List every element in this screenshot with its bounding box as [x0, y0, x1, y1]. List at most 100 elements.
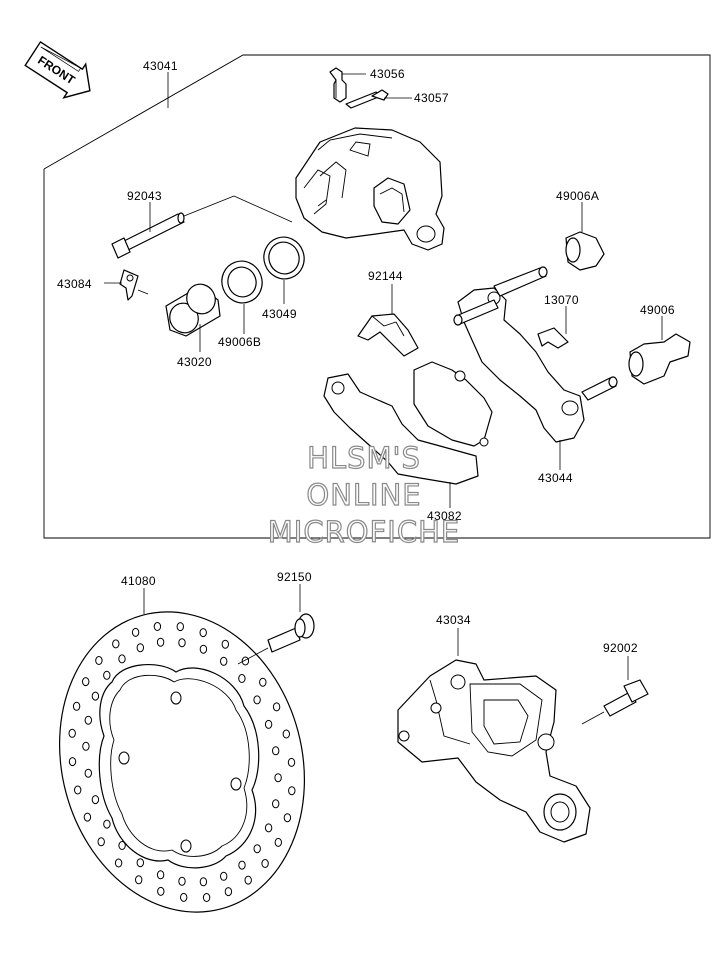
- disc-drill-hole: [91, 691, 100, 701]
- watermark: HLSM'S ONLINE MICROFICHE: [267, 440, 460, 549]
- label-49006[interactable]: 49006: [640, 303, 675, 317]
- disc-drill-hole: [274, 837, 282, 847]
- bracket-clip[interactable]: [537, 327, 569, 349]
- disc-drill-hole: [202, 893, 211, 902]
- disc-drill-hole: [91, 795, 100, 805]
- part-labels: 43041 43056 43057 92043 43084 49006A 921…: [57, 59, 675, 655]
- disc-drill-hole: [103, 670, 111, 680]
- disc-drill-hole: [244, 875, 252, 885]
- label-43034[interactable]: 43034: [436, 613, 471, 627]
- disc-drill-hole: [82, 741, 90, 751]
- caliper-body[interactable]: [295, 127, 445, 251]
- label-43020[interactable]: 43020: [177, 355, 212, 369]
- label-92150[interactable]: 92150: [277, 570, 312, 584]
- pad-spring[interactable]: [357, 313, 419, 357]
- disc-drill-hole: [156, 637, 165, 647]
- disc-drill-hole: [199, 628, 207, 638]
- caliper-support[interactable]: [397, 659, 591, 843]
- label-92002[interactable]: 92002: [603, 641, 638, 655]
- disc-drill-hole: [118, 841, 126, 850]
- disc-drill-hole: [68, 757, 77, 767]
- disc-drill-hole: [83, 812, 92, 822]
- support-bolt[interactable]: [581, 679, 649, 725]
- disc-drill-hole: [272, 746, 280, 756]
- disc-drill-hole: [238, 860, 246, 870]
- retaining-clip[interactable]: [119, 269, 149, 301]
- disc-drill-hole: [264, 823, 273, 833]
- disc-drill-hole: [253, 844, 261, 854]
- front-arrow-icon: FRONT: [24, 40, 91, 99]
- disc-drill-hole: [199, 877, 208, 887]
- dust-seal[interactable]: [258, 231, 310, 284]
- disc-drill-hole: [178, 876, 186, 886]
- label-43056[interactable]: 43056: [370, 67, 405, 81]
- brake-pad-back[interactable]: [323, 373, 479, 485]
- label-13070[interactable]: 13070: [544, 293, 579, 307]
- disc-drill-hole: [114, 858, 123, 868]
- disc-bolt[interactable]: [237, 613, 315, 665]
- leader-lines: [104, 72, 663, 680]
- caliper-bracket[interactable]: [453, 266, 618, 443]
- disc-drill-hole: [112, 639, 120, 649]
- label-92144[interactable]: 92144: [368, 269, 403, 283]
- watermark-line-1: HLSM'S: [307, 441, 421, 475]
- disc-drill-hole: [259, 677, 267, 687]
- piston-seal[interactable]: [216, 255, 268, 308]
- disc-drill-hole: [261, 859, 269, 868]
- label-43044[interactable]: 43044: [538, 471, 573, 485]
- bleeder-cap[interactable]: [345, 89, 389, 109]
- disc-drill-hole: [68, 728, 76, 738]
- label-92043[interactable]: 92043: [127, 189, 162, 203]
- disc-drill-hole: [74, 785, 82, 795]
- disc-drill-hole: [136, 858, 145, 868]
- label-43082[interactable]: 43082: [427, 509, 462, 523]
- disc-drill-hole: [288, 786, 296, 796]
- brake-disc[interactable]: [27, 584, 338, 940]
- caliper-pin[interactable]: [111, 195, 293, 259]
- label-49006A[interactable]: 49006A: [556, 189, 599, 203]
- disc-drill-hole: [238, 674, 246, 683]
- disc-drill-hole: [220, 871, 228, 881]
- disc-drill-hole: [95, 656, 103, 665]
- brake-pad-front[interactable]: [413, 361, 493, 447]
- disc-drill-hole: [97, 837, 105, 847]
- label-43057[interactable]: 43057: [414, 91, 449, 105]
- disc-drill-hole: [135, 875, 143, 885]
- disc-drill-hole: [274, 773, 282, 783]
- disc-drill-hole: [176, 622, 185, 632]
- label-43049[interactable]: 43049: [262, 307, 297, 321]
- disc-drill-hole: [131, 627, 140, 637]
- label-49006B[interactable]: 49006B: [218, 335, 261, 349]
- disc-drill-hole: [272, 702, 281, 712]
- disc-drill-hole: [253, 695, 261, 705]
- disc-drill-hole: [118, 654, 126, 664]
- caliper-piston[interactable]: [164, 279, 221, 338]
- label-43041[interactable]: 43041: [143, 59, 178, 73]
- disc-drill-hole: [199, 644, 208, 654]
- disc-drill-hole: [103, 819, 111, 829]
- watermark-line-3: MICROFICHE: [268, 515, 460, 549]
- label-41080[interactable]: 41080: [121, 574, 156, 588]
- disc-drill-hole: [224, 887, 233, 897]
- disc-drill-hole: [156, 870, 165, 880]
- boot-a[interactable]: [565, 231, 605, 271]
- disc-drill-hole: [282, 729, 290, 739]
- disc-drill-hole: [220, 656, 228, 666]
- bleeder-valve[interactable]: [329, 67, 347, 103]
- disc-drill-hole: [264, 719, 273, 729]
- disc-drill-hole: [84, 768, 93, 778]
- disc-drill-hole: [136, 643, 145, 653]
- disc-drill-hole: [180, 892, 188, 902]
- disc-drill-hole: [221, 639, 230, 649]
- boot-b[interactable]: [628, 333, 691, 385]
- disc-drill-hole: [157, 886, 165, 896]
- disc-drill-hole: [153, 622, 162, 631]
- caliper-assembly-box: [43, 54, 711, 539]
- label-43084[interactable]: 43084: [57, 277, 92, 291]
- disc-drill-hole: [84, 715, 93, 725]
- disc-drill-hole: [272, 799, 280, 809]
- disc-drill-hole: [287, 757, 296, 767]
- disc-drill-hole: [82, 677, 90, 687]
- disc-drill-hole: [283, 813, 292, 823]
